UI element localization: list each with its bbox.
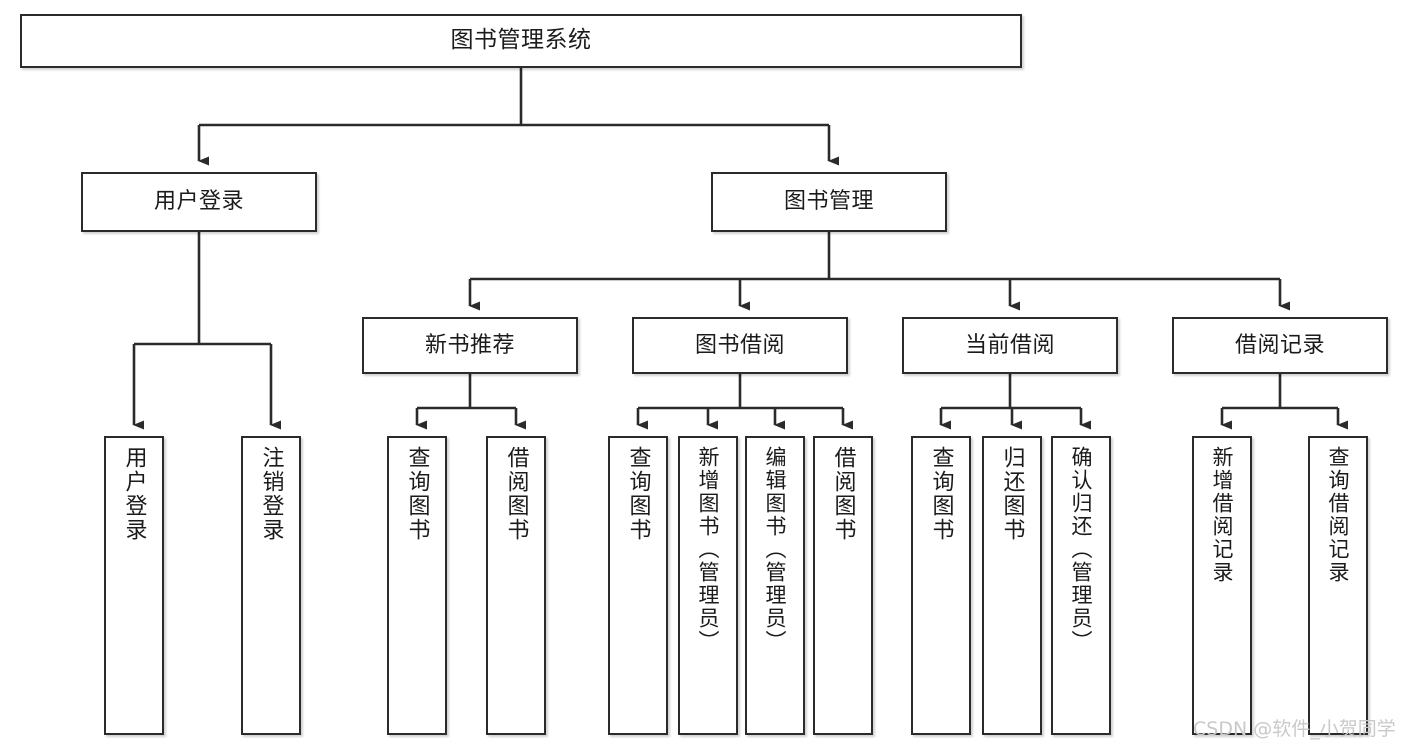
node-new-book-rec[interactable]: 新书推荐 — [362, 317, 578, 374]
node-book-manage[interactable]: 图书管理 — [711, 172, 947, 232]
node-leaf-return-book-label: 归还图书 — [999, 446, 1025, 542]
node-leaf-query-book-3[interactable]: 查询图书 — [911, 436, 971, 735]
node-leaf-confirm-return-label: 确认归还（管理员） — [1069, 446, 1094, 653]
tree-edges — [132, 68, 1348, 430]
node-leaf-query-record[interactable]: 查询借阅记录 — [1308, 436, 1368, 735]
node-root[interactable]: 图书管理系统 — [20, 14, 1022, 68]
node-current-borrow-label: 当前借阅 — [964, 332, 1055, 358]
node-user-login-label: 用户登录 — [153, 189, 244, 215]
node-leaf-borrow-book-1-label: 借阅图书 — [503, 446, 529, 542]
node-leaf-query-book-1[interactable]: 查询图书 — [387, 436, 447, 735]
node-leaf-edit-book-label: 编辑图书（管理员） — [763, 446, 788, 653]
node-book-borrow-label: 图书借阅 — [694, 332, 785, 358]
node-leaf-logout[interactable]: 注销登录 — [241, 436, 301, 735]
node-leaf-confirm-return[interactable]: 确认归还（管理员） — [1051, 436, 1111, 735]
node-leaf-user-login-label: 用户登录 — [121, 446, 147, 542]
node-borrow-record[interactable]: 借阅记录 — [1172, 317, 1388, 374]
node-book-borrow[interactable]: 图书借阅 — [632, 317, 848, 374]
node-root-label: 图书管理系统 — [450, 27, 592, 54]
node-leaf-borrow-book-1[interactable]: 借阅图书 — [486, 436, 546, 735]
node-borrow-record-label: 借阅记录 — [1234, 332, 1325, 358]
node-leaf-query-record-label: 查询借阅记录 — [1326, 446, 1351, 584]
node-leaf-add-book[interactable]: 新增图书（管理员） — [678, 436, 738, 735]
node-leaf-edit-book[interactable]: 编辑图书（管理员） — [745, 436, 805, 735]
node-leaf-return-book[interactable]: 归还图书 — [982, 436, 1042, 735]
node-leaf-add-record[interactable]: 新增借阅记录 — [1192, 436, 1252, 735]
node-new-book-rec-label: 新书推荐 — [424, 332, 515, 358]
node-current-borrow[interactable]: 当前借阅 — [902, 317, 1118, 374]
node-leaf-add-book-label: 新增图书（管理员） — [696, 446, 721, 653]
node-leaf-add-record-label: 新增借阅记录 — [1210, 446, 1235, 584]
node-leaf-borrow-book-2[interactable]: 借阅图书 — [813, 436, 873, 735]
node-leaf-query-book-2-label: 查询图书 — [625, 446, 651, 542]
node-user-login[interactable]: 用户登录 — [81, 172, 317, 232]
node-book-manage-label: 图书管理 — [783, 189, 874, 215]
node-leaf-query-book-2[interactable]: 查询图书 — [608, 436, 668, 735]
node-leaf-query-book-1-label: 查询图书 — [404, 446, 430, 542]
node-leaf-logout-label: 注销登录 — [258, 446, 284, 542]
node-leaf-query-book-3-label: 查询图书 — [928, 446, 954, 542]
node-leaf-user-login[interactable]: 用户登录 — [104, 436, 164, 735]
node-leaf-borrow-book-2-label: 借阅图书 — [830, 446, 856, 542]
